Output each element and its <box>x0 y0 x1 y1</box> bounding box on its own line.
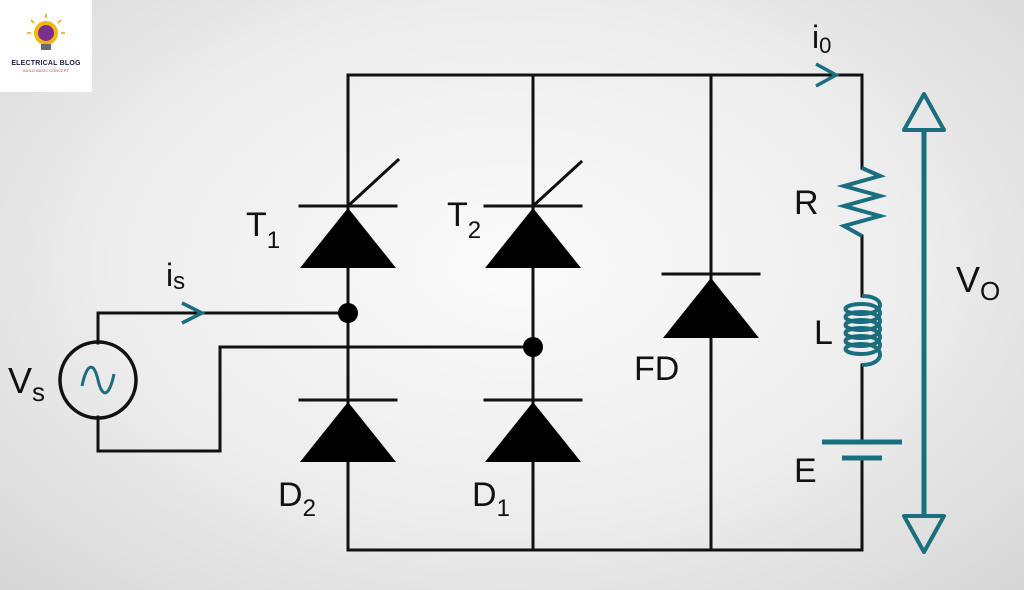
inductor-l <box>843 294 882 367</box>
output-current-arrow <box>815 62 840 88</box>
label-d2: D2 <box>278 476 316 522</box>
ac-source <box>58 340 138 420</box>
freewheeling-diode <box>661 272 761 338</box>
label-source-current: is <box>166 257 185 295</box>
thyristor-t1 <box>298 157 401 268</box>
logo-brand: ELECTRICAL BLOG <box>11 60 81 67</box>
lightbulb-icon <box>27 14 65 50</box>
source-current-arrow <box>181 301 206 325</box>
label-t1: T1 <box>246 206 280 254</box>
label-output-current: i0 <box>812 19 831 58</box>
thyristor-t2 <box>483 159 584 268</box>
circuit-wires <box>96 73 864 552</box>
label-inductor: L <box>814 314 833 352</box>
output-voltage-arrow <box>902 92 946 554</box>
label-freewheeling-diode: FD <box>634 350 679 388</box>
label-output-voltage: VO <box>956 259 1000 306</box>
diode-d1 <box>483 398 583 462</box>
diode-d2 <box>298 398 398 462</box>
logo: ELECTRICAL BLOG BUILD BASIC CONCEPT <box>0 0 92 92</box>
label-t2: T2 <box>447 196 481 244</box>
battery-e <box>822 439 902 461</box>
sine-wave-icon <box>80 365 116 395</box>
logo-tagline: BUILD BASIC CONCEPT <box>23 69 69 73</box>
resistor-r <box>836 166 888 238</box>
label-resistor: R <box>794 184 819 222</box>
label-source-voltage: Vs <box>8 360 45 407</box>
junction-node-a <box>338 303 358 323</box>
label-battery: E <box>794 452 817 490</box>
junction-node-b <box>523 337 543 357</box>
label-d1: D1 <box>472 476 510 522</box>
